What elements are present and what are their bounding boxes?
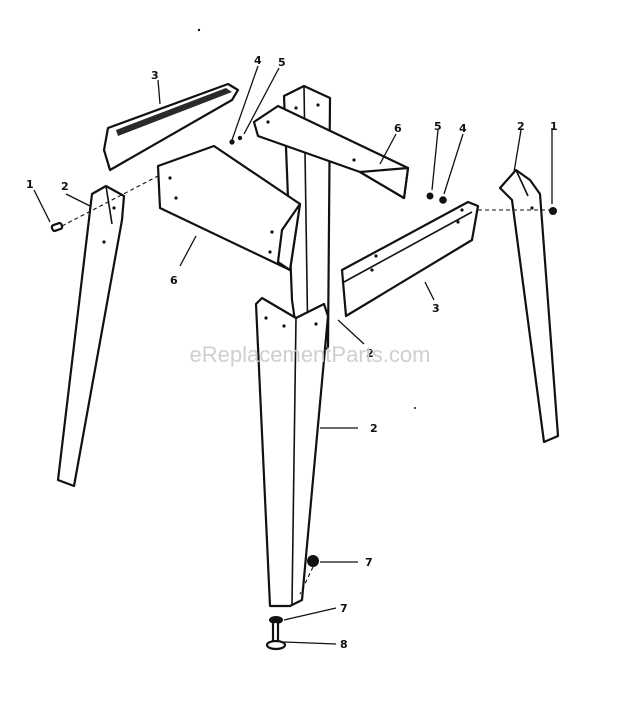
callout-label: 7 (340, 602, 348, 615)
callout-label: 5 (434, 120, 442, 133)
callouts: 3 4 5 6 1 2 6 5 4 2 1 3 2 2 7 7 8 (26, 54, 558, 651)
hardware (50, 135, 557, 651)
callout-label: 2 (61, 180, 69, 193)
apron-top-left (102, 82, 240, 172)
callout-label: 8 (340, 638, 348, 651)
callout-label: 2 (517, 120, 525, 133)
callout-label: 7 (365, 556, 373, 569)
callout-label: 6 (394, 122, 402, 135)
callout-label: 2 (366, 347, 374, 360)
leg-left (56, 184, 126, 488)
callout-label: 2 (370, 422, 378, 435)
callout-label: 1 (26, 178, 34, 191)
scan-speck (414, 407, 416, 409)
apron-right (340, 200, 480, 318)
watermark: eReplacementParts.com (190, 342, 431, 367)
leg-right (498, 168, 560, 444)
callout-label: 6 (170, 274, 178, 287)
callout-label: 1 (550, 120, 558, 133)
callout-label: 5 (278, 56, 286, 69)
callout-label: 4 (459, 122, 467, 135)
brace-top-right (252, 104, 410, 200)
scan-speck (197, 28, 201, 32)
leg-front-center (254, 296, 330, 608)
callout-label: 4 (254, 54, 262, 67)
callout-label: 3 (151, 69, 159, 82)
leader-lines (33, 65, 553, 645)
callout-label: 3 (432, 302, 440, 315)
brace-front-left (156, 144, 302, 272)
